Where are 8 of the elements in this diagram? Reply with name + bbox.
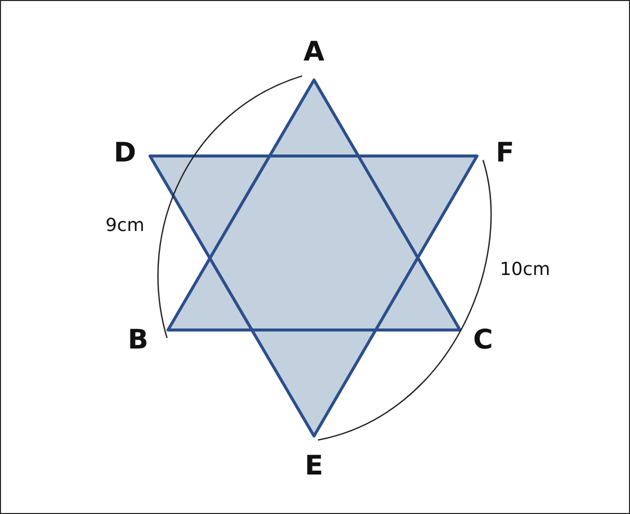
- measurement-label: 9cm: [106, 217, 144, 235]
- point-label: A: [304, 38, 324, 66]
- point-label: D: [114, 140, 136, 166]
- point-label: F: [496, 140, 514, 166]
- point-label: E: [304, 452, 324, 480]
- point-label: C: [473, 326, 493, 354]
- measurement-label: 10cm: [500, 261, 550, 279]
- point-label: B: [128, 326, 148, 354]
